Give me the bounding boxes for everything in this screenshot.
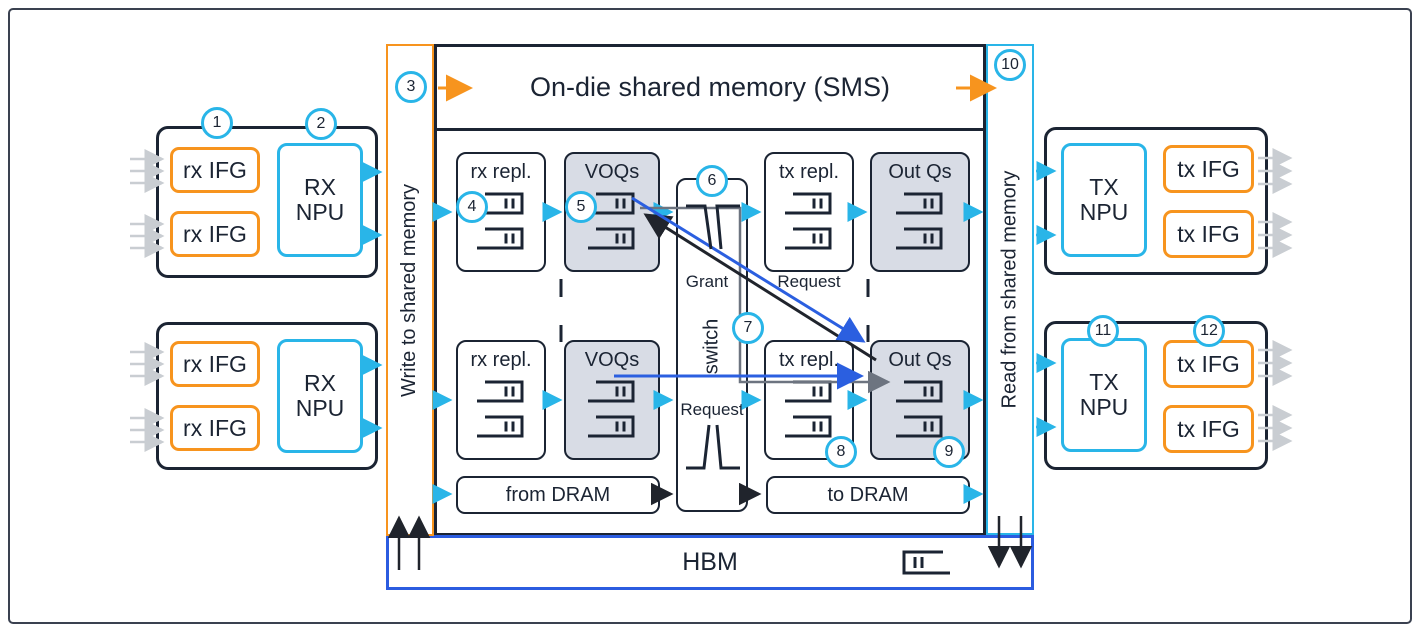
queue-icon (477, 380, 524, 403)
queue-icon (896, 227, 943, 250)
queue-icon (477, 227, 524, 250)
queue-icon (896, 192, 943, 215)
from-dram-label: from DRAM (505, 483, 611, 506)
step-circle-4: 4 (456, 191, 488, 223)
sms-title: On-die shared memory (SMS) (529, 72, 891, 102)
voqs-block: VOQs (564, 340, 660, 460)
tx-npu-label: TX NPU (1079, 173, 1129, 225)
tx-repl-block: tx repl. (764, 152, 854, 272)
write-to-shared-memory-bar: Write to shared memory (386, 44, 434, 536)
rx-ifg-label: rx IFG (183, 220, 247, 247)
switch-label-wrap: switch (676, 292, 748, 400)
step-number: 7 (743, 319, 753, 336)
rx-repl-label: rx repl. (470, 161, 532, 183)
voqs-label: VOQs (584, 161, 640, 183)
tx-ifg-label: tx IFG (1177, 350, 1240, 377)
queue-icon (785, 415, 832, 438)
step-number: 1 (212, 114, 222, 131)
step-number: 9 (944, 443, 954, 460)
read-bar-label: Read from shared memory (998, 170, 1021, 409)
rx-ifg-label: rx IFG (183, 156, 247, 183)
step-circle-6: 6 (696, 165, 728, 197)
step-circle-10: 10 (994, 49, 1026, 81)
queue-icon (896, 380, 943, 403)
tx-ifg-label: tx IFG (1177, 155, 1240, 182)
rx-repl-block: rx repl. (456, 340, 546, 460)
queue-icon-mirrored (902, 550, 950, 575)
read-from-shared-memory-bar: Read from shared memory (986, 44, 1034, 535)
step-number: 10 (1001, 56, 1019, 73)
queue-icon (588, 227, 635, 250)
step-number: 3 (406, 78, 416, 95)
queue-icon (785, 192, 832, 215)
tx-ifg-box: tx IFG (1163, 145, 1254, 193)
step-circle-8: 8 (825, 436, 857, 468)
tx-ifg-label: tx IFG (1177, 415, 1240, 442)
switch-label: switch (700, 318, 723, 374)
rx-ifg-box: rx IFG (170, 405, 260, 451)
out-qs-block: Out Qs (870, 152, 970, 272)
step-number: 8 (836, 443, 846, 460)
rx-ifg-box: rx IFG (170, 341, 260, 387)
voqs-label: VOQs (584, 349, 640, 371)
write-bar-label: Write to shared memory (398, 183, 421, 397)
queue-icon (477, 415, 524, 438)
tx-repl-label: tx repl. (778, 349, 840, 371)
step-circle-9: 9 (933, 436, 965, 468)
queue-icon (785, 227, 832, 250)
step-circle-5: 5 (565, 191, 597, 223)
to-dram-label: to DRAM (827, 483, 909, 506)
rx-ifg-box: rx IFG (170, 211, 260, 257)
rx-repl-label: rx repl. (470, 349, 532, 371)
hbm-label: HBM (682, 548, 738, 576)
step-number: 4 (467, 198, 477, 215)
queue-icon (588, 380, 635, 403)
rx-npu-box: RX NPU (277, 339, 363, 453)
tx-npu-box: TX NPU (1061, 338, 1147, 452)
switch-request-label: Request (680, 400, 744, 419)
queue-icon (477, 192, 524, 215)
step-circle-11: 11 (1087, 315, 1119, 347)
to-dram-box: to DRAM (766, 476, 970, 514)
tx-repl-request-label: Request (777, 272, 841, 291)
hbm-box (386, 535, 1034, 590)
step-number: 11 (1094, 322, 1112, 339)
tx-npu-box: TX NPU (1061, 143, 1147, 257)
out-qs-label: Out Qs (888, 349, 952, 371)
from-dram-box: from DRAM (456, 476, 660, 514)
rx-ifg-label: rx IFG (183, 350, 247, 377)
step-number: 5 (576, 198, 586, 215)
tx-ifg-box: tx IFG (1163, 340, 1254, 388)
step-number: 2 (316, 115, 326, 132)
step-circle-3: 3 (395, 71, 427, 103)
rx-ifg-box: rx IFG (170, 147, 260, 193)
step-circle-12: 12 (1193, 315, 1225, 347)
rx-npu-box: RX NPU (277, 143, 363, 257)
step-circle-1: 1 (201, 107, 233, 139)
tx-ifg-box: tx IFG (1163, 210, 1254, 258)
rx-ifg-label: rx IFG (183, 414, 247, 441)
step-circle-2: 2 (305, 108, 337, 140)
rx-npu-label: RX NPU (295, 173, 345, 225)
tx-npu-label: TX NPU (1079, 368, 1129, 420)
rx-npu-label: RX NPU (295, 369, 345, 421)
queue-icon (896, 415, 943, 438)
step-circle-7: 7 (732, 312, 764, 344)
tx-ifg-label: tx IFG (1177, 220, 1240, 247)
tx-repl-label: tx repl. (778, 161, 840, 183)
queue-icon (588, 415, 635, 438)
sms-banner-divider (434, 128, 986, 131)
grant-label: Grant (685, 272, 729, 291)
step-number: 12 (1200, 322, 1218, 339)
queue-icon (785, 380, 832, 403)
step-number: 6 (707, 172, 717, 189)
out-qs-label: Out Qs (888, 161, 952, 183)
tx-ifg-box: tx IFG (1163, 405, 1254, 453)
